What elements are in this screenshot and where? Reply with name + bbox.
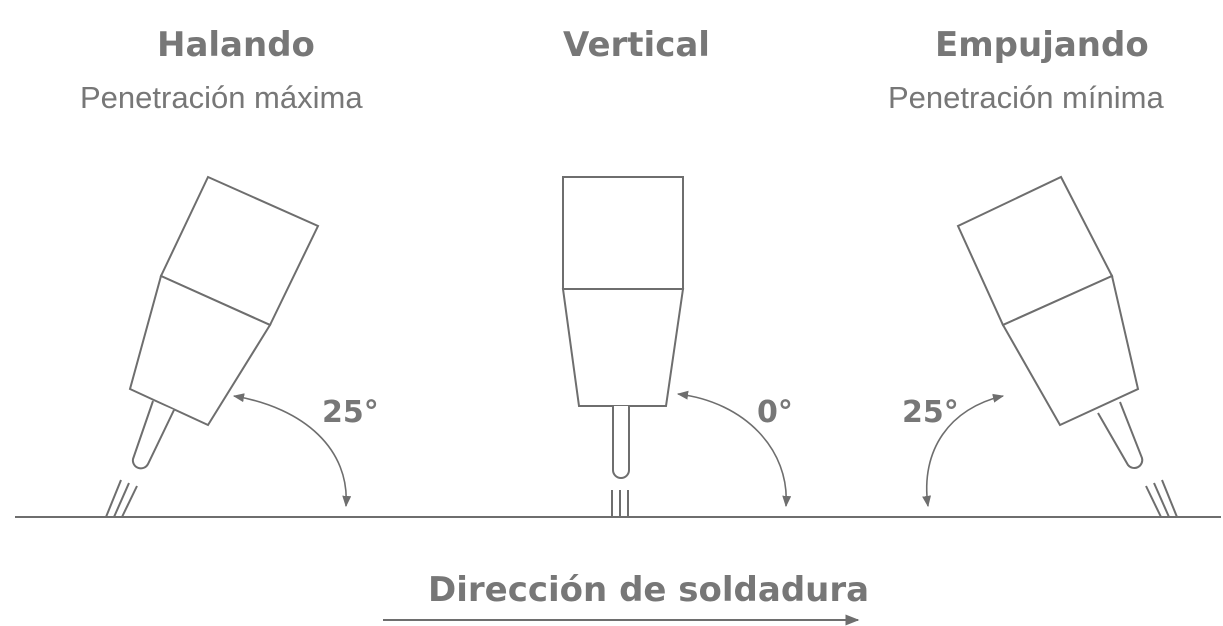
halando-subtitle: Penetración máxima [80, 80, 363, 115]
vertical-torch [561, 176, 685, 479]
vertical-arc-lines [611, 490, 629, 517]
empujando-arc-lines [1145, 479, 1178, 518]
empujando-electrode [1097, 401, 1144, 469]
empujando-subtitle: Penetración mínima [888, 80, 1164, 115]
vertical-torch-body [562, 176, 684, 290]
vertical-title: Vertical [563, 25, 710, 65]
halando-electrode [131, 400, 175, 470]
direction-label: Dirección de soldadura [428, 570, 870, 610]
vertical-angle-arrow [676, 390, 792, 508]
empujando-angle-arrow [922, 393, 1005, 508]
halando-arc-lines [105, 479, 138, 518]
halando-title: Halando [157, 25, 315, 65]
empujando-title: Empujando [935, 25, 1149, 65]
vertical-electrode [612, 406, 630, 479]
halando-angle-arrow [232, 393, 352, 508]
vertical-torch-nozzle [561, 288, 685, 407]
halando-torch-nozzle [128, 274, 272, 427]
empujando-torch-nozzle [1001, 274, 1140, 427]
halando-torch [128, 175, 320, 470]
empujando-torch [956, 175, 1144, 469]
